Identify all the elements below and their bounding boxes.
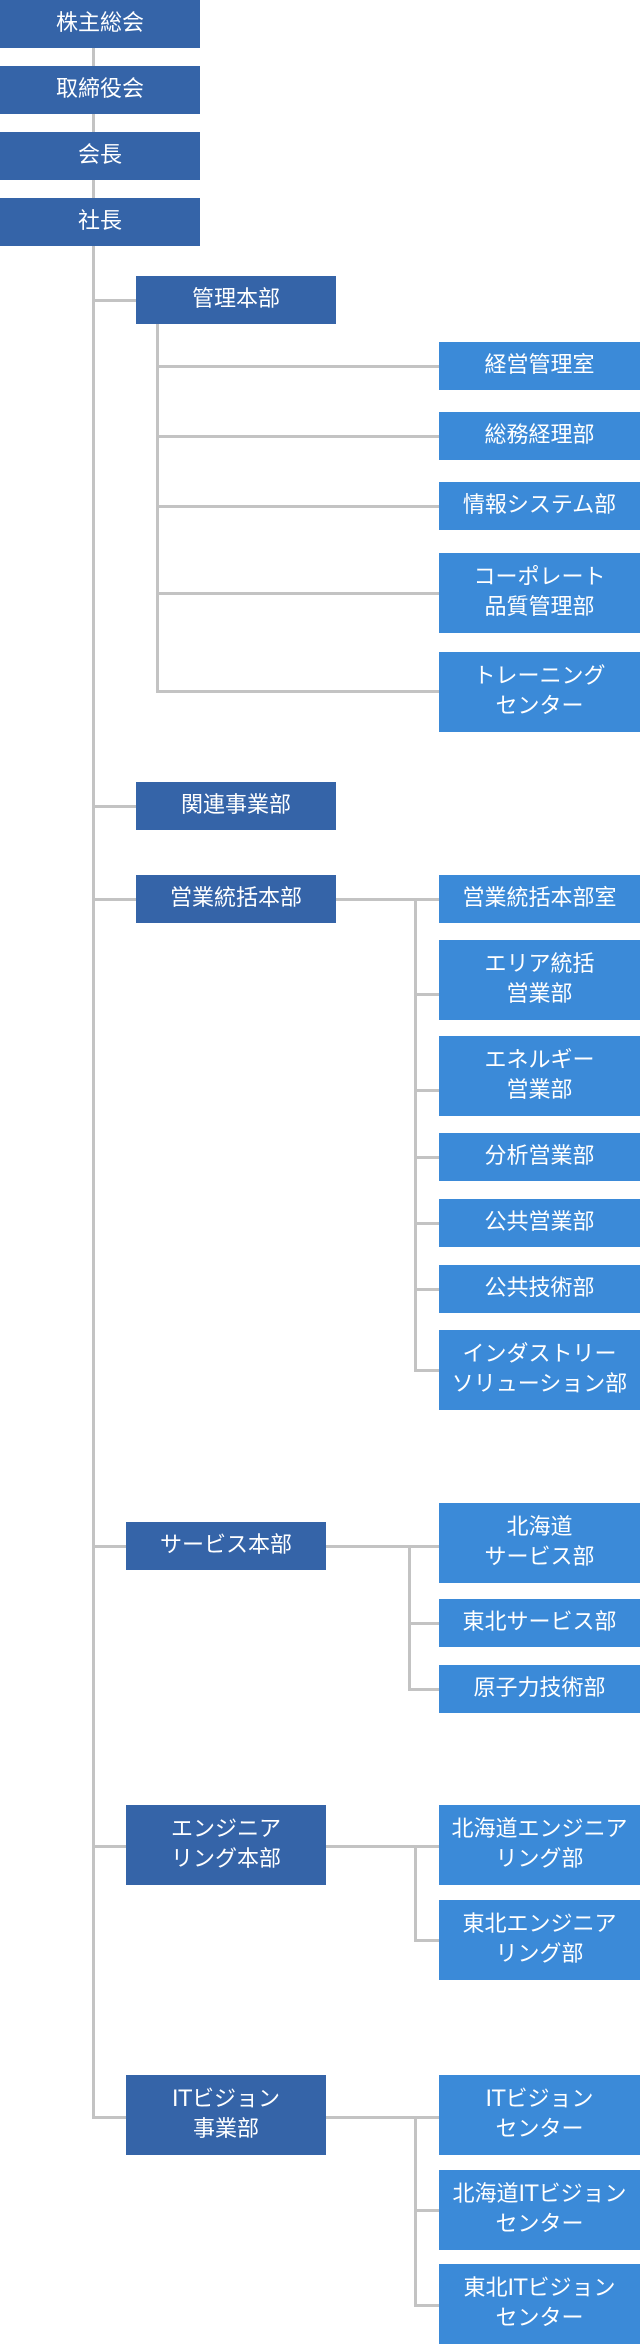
dept-training-center: トレーニング センター [439, 652, 640, 732]
main-trunk-line [92, 246, 95, 2118]
dept-area-sales: エリア統括 営業部 [439, 940, 640, 1020]
dept-hokkaido-it-vision-center: 北海道ITビジョン センター [439, 2170, 640, 2250]
connector-line [414, 993, 439, 996]
connector-line [92, 805, 136, 808]
dept-public-sales: 公共営業部 [439, 1199, 640, 1247]
connector-line [326, 1545, 439, 1548]
connector-line [414, 2209, 439, 2212]
chairman-box: 会長 [0, 132, 200, 180]
dept-corporate-quality: コーポレート 品質管理部 [439, 553, 640, 633]
dept-management-planning: 経営管理室 [439, 342, 640, 390]
connector-line [414, 1369, 439, 1372]
dept-sales-hq-office: 営業統括本部室 [439, 875, 640, 923]
connector-line [156, 690, 439, 693]
dept-industry-solutions: インダストリー ソリューション部 [439, 1330, 640, 1410]
connector-line [92, 299, 136, 302]
board-of-directors-box: 取締役会 [0, 66, 200, 114]
connector-line [414, 898, 417, 1371]
connector-line [92, 898, 136, 901]
dept-hokkaido-engineering: 北海道エンジニア リング部 [439, 1805, 640, 1885]
dept-tohoku-engineering: 東北エンジニア リング部 [439, 1900, 640, 1980]
connector-line [414, 1156, 439, 1159]
connector-line [92, 180, 95, 198]
dept-public-engineering: 公共技術部 [439, 1265, 640, 1313]
connector-line [336, 898, 439, 901]
dept-energy-sales: エネルギー 営業部 [439, 1036, 640, 1116]
connector-line [156, 324, 159, 692]
connector-line [92, 1845, 126, 1848]
dept-information-systems: 情報システム部 [439, 482, 640, 530]
division-admin-hq: 管理本部 [136, 276, 336, 324]
dept-hokkaido-service: 北海道 サービス部 [439, 1503, 640, 1583]
dept-analysis-sales: 分析営業部 [439, 1133, 640, 1181]
division-sales-hq: 営業統括本部 [136, 875, 336, 923]
president-box: 社長 [0, 198, 200, 246]
connector-line [156, 505, 439, 508]
connector-line [414, 1288, 439, 1291]
connector-line [92, 114, 95, 132]
connector-line [156, 592, 439, 595]
shareholders-meeting-box: 株主総会 [0, 0, 200, 48]
connector-line [92, 2116, 126, 2119]
connector-line [414, 1939, 439, 1942]
connector-line [408, 1545, 411, 1690]
dept-tohoku-it-vision-center: 東北ITビジョン センター [439, 2264, 640, 2344]
connector-line [414, 1222, 439, 1225]
connector-line [92, 1545, 126, 1548]
connector-line [414, 2304, 439, 2307]
connector-line [156, 365, 439, 368]
dept-tohoku-service: 東北サービス部 [439, 1599, 640, 1647]
dept-it-vision-center: ITビジョン センター [439, 2075, 640, 2155]
division-it-vision: ITビジョン 事業部 [126, 2075, 326, 2155]
connector-line [326, 2116, 439, 2119]
connector-line [414, 1089, 439, 1092]
dept-nuclear-engineering: 原子力技術部 [439, 1665, 640, 1713]
dept-general-affairs-accounting: 総務経理部 [439, 412, 640, 460]
division-engineering-hq: エンジニア リング本部 [126, 1805, 326, 1885]
connector-line [92, 48, 95, 66]
connector-line [414, 1845, 417, 1941]
connector-line [408, 1688, 439, 1691]
division-service-hq: サービス本部 [126, 1522, 326, 1570]
connector-line [326, 1845, 439, 1848]
connector-line [156, 435, 439, 438]
connector-line [408, 1622, 439, 1625]
division-related-business: 関連事業部 [136, 782, 336, 830]
